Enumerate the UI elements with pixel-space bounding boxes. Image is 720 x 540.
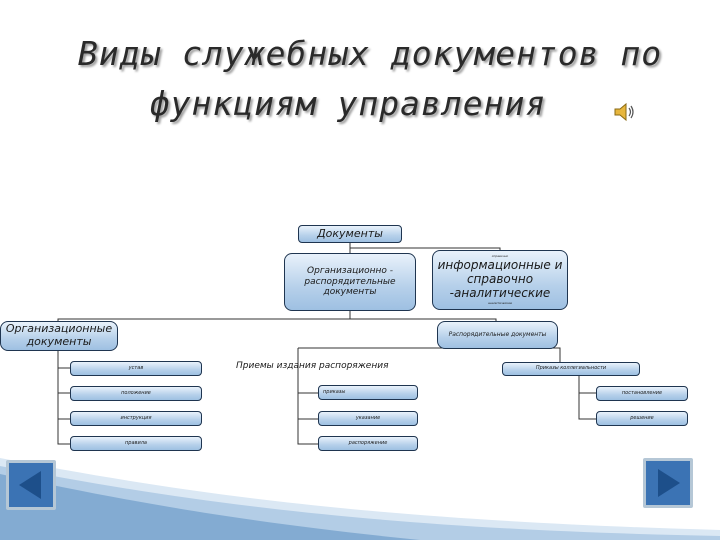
- label-issuance: Приемы издания распоряжения: [236, 361, 389, 371]
- node-collegial: Приказы коллегиальности: [502, 362, 640, 376]
- node-organizational-documents: Организационные документы: [0, 321, 118, 351]
- arrow-left-icon: [19, 471, 41, 499]
- slide-title-line-2: функциям управления: [149, 84, 547, 123]
- prev-slide-button[interactable]: [6, 460, 56, 510]
- admin-item-disposition: распоряжение: [318, 436, 418, 451]
- admin-item-decision: решение: [596, 411, 688, 426]
- node-documents: Документы: [298, 225, 402, 243]
- admin-item-orders: приказы: [318, 385, 418, 400]
- next-slide-button[interactable]: [643, 458, 693, 508]
- node-info-analytic-documents: справочно информационные и справочно -ан…: [432, 250, 568, 310]
- slide-title-line-1: Виды служебных документов по: [77, 34, 663, 73]
- node-administrative-documents: Распорядительные документы: [437, 321, 558, 349]
- org-item-rules: правила: [70, 436, 202, 451]
- arrow-right-icon: [658, 469, 680, 497]
- admin-item-resolution: постановление: [596, 386, 688, 401]
- org-item-regulation: положение: [70, 386, 202, 401]
- admin-item-directive: указание: [318, 411, 418, 426]
- node-org-admin-documents: Организационно - распорядительные докуме…: [284, 253, 416, 311]
- org-item-charter: устав: [70, 361, 202, 376]
- org-item-instruction: инструкция: [70, 411, 202, 426]
- speaker-icon[interactable]: [612, 100, 636, 124]
